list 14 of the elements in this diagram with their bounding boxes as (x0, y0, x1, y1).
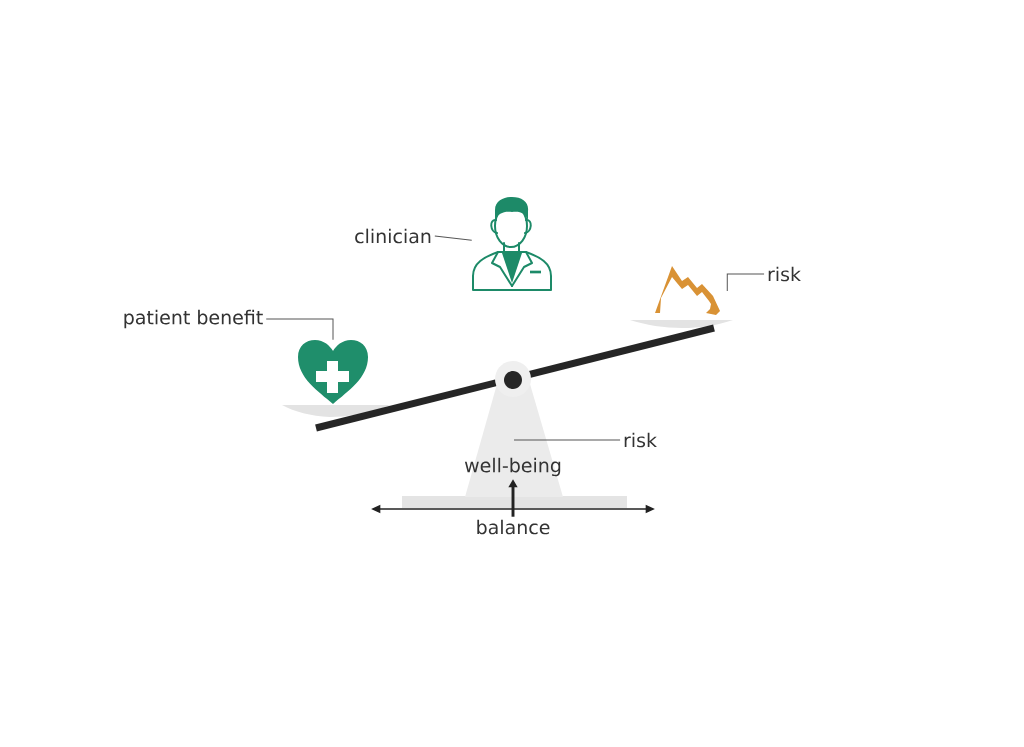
heart-cross-icon (298, 340, 368, 404)
leader-line (265, 318, 334, 341)
callout-label: risk (764, 264, 804, 284)
leader-line (434, 235, 473, 241)
fulcrum-stand (465, 361, 563, 497)
text-label: balance (472, 517, 554, 538)
callout-label: risk (620, 430, 660, 451)
doctor-icon (472, 197, 552, 291)
callout-label: patient benefit (120, 307, 266, 331)
callout-label: clinician (351, 226, 435, 247)
leader-line (513, 439, 621, 441)
leader-line (726, 273, 765, 292)
text-label: well-being (464, 457, 561, 477)
zigzag-icon (655, 266, 720, 315)
